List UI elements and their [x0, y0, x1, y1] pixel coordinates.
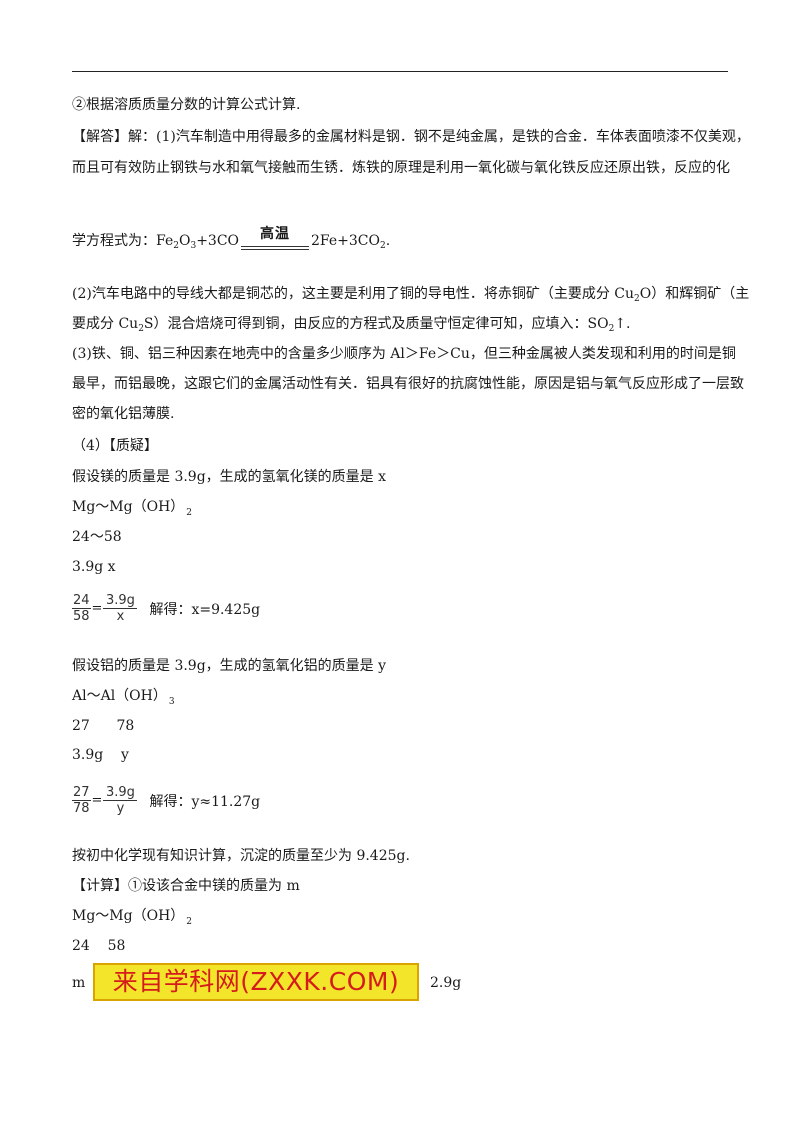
text-line: m: [72, 975, 86, 991]
text-line: 24～58: [72, 529, 122, 545]
text-line: 24 58: [72, 938, 126, 954]
text-line: 2.9g: [430, 975, 462, 991]
text-line: 而且可有效防止钢铁与水和氧气接触而生锈．炼铁的原理是利用一氧化碳与氧化铁反应还原…: [72, 160, 730, 176]
text-line: 27 78: [72, 718, 135, 734]
formula-line: Mg～Mg（OH）2: [72, 499, 193, 518]
text-line: 3.9g y: [72, 747, 129, 763]
watermark-stamp: 来自学科网(ZXXK.COM): [93, 963, 419, 1001]
text-line: 【计算】①设该合金中镁的质量为 m: [72, 878, 300, 894]
text-line: (2)汽车电路中的导线大都是铜芯的，这主要是利用了铜的导电性．将赤铜矿（主要成分…: [72, 286, 750, 304]
text-line: （4）【质疑】: [72, 438, 158, 454]
text-line: (3)铁、铜、铝三种因素在地壳中的含量多少顺序为 Al＞Fe＞Cu，但三种金属被…: [72, 346, 736, 362]
reaction-condition: 高温: [239, 226, 311, 256]
formula-line: Mg～Mg（OH）2: [72, 908, 193, 927]
text-line: 【解答】解：(1)汽车制造中用得最多的金属材料是钢．钢不是纯金属，是铁的合金．车…: [72, 129, 750, 145]
solution-text: 解得：y≈11.27g: [149, 793, 261, 810]
text-line: 密的氧化铝薄膜.: [72, 406, 175, 422]
formula-line: Al～Al（OH）3: [72, 688, 175, 707]
text-line: 3.9g x: [72, 559, 116, 575]
text-line: 假设镁的质量是 3.9g，生成的氢氧化镁的质量是 x: [72, 469, 387, 485]
text-line: 假设铝的质量是 3.9g，生成的氢氧化铝的质量是 y: [72, 658, 387, 674]
text-line: 要成分 Cu2S）混合焙烧可得到铜，由反应的方程式及质量守恒定律可知，应填入：S…: [72, 316, 631, 334]
solution-text: 解得：x=9.425g: [149, 601, 261, 618]
text-line: 最早，而铝最晚，这跟它们的金属活动性有关．铝具有很好的抗腐蚀性能，原因是铝与氧气…: [72, 376, 744, 392]
text-line: 按初中化学现有知识计算，沉淀的质量至少为 9.425g.: [72, 848, 410, 864]
header-rule: [72, 71, 728, 72]
text-line: ②根据溶质质量分数的计算公式计算.: [72, 97, 301, 113]
